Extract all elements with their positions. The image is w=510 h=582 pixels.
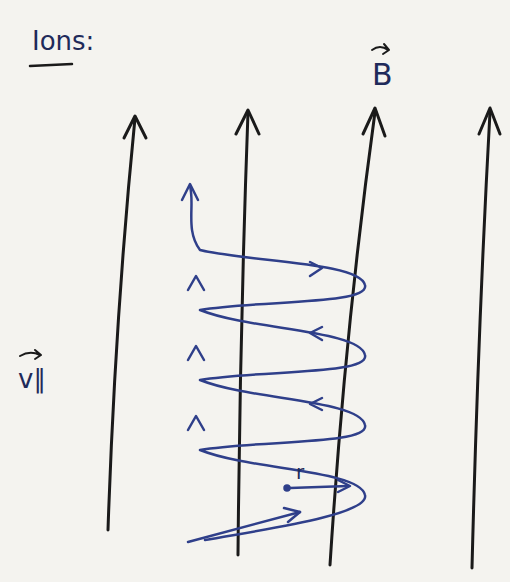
field-label: B	[372, 60, 393, 90]
radius-label: r	[296, 462, 304, 482]
velocity-label: v∥	[18, 366, 46, 392]
heading-label: Ions:	[32, 28, 94, 54]
